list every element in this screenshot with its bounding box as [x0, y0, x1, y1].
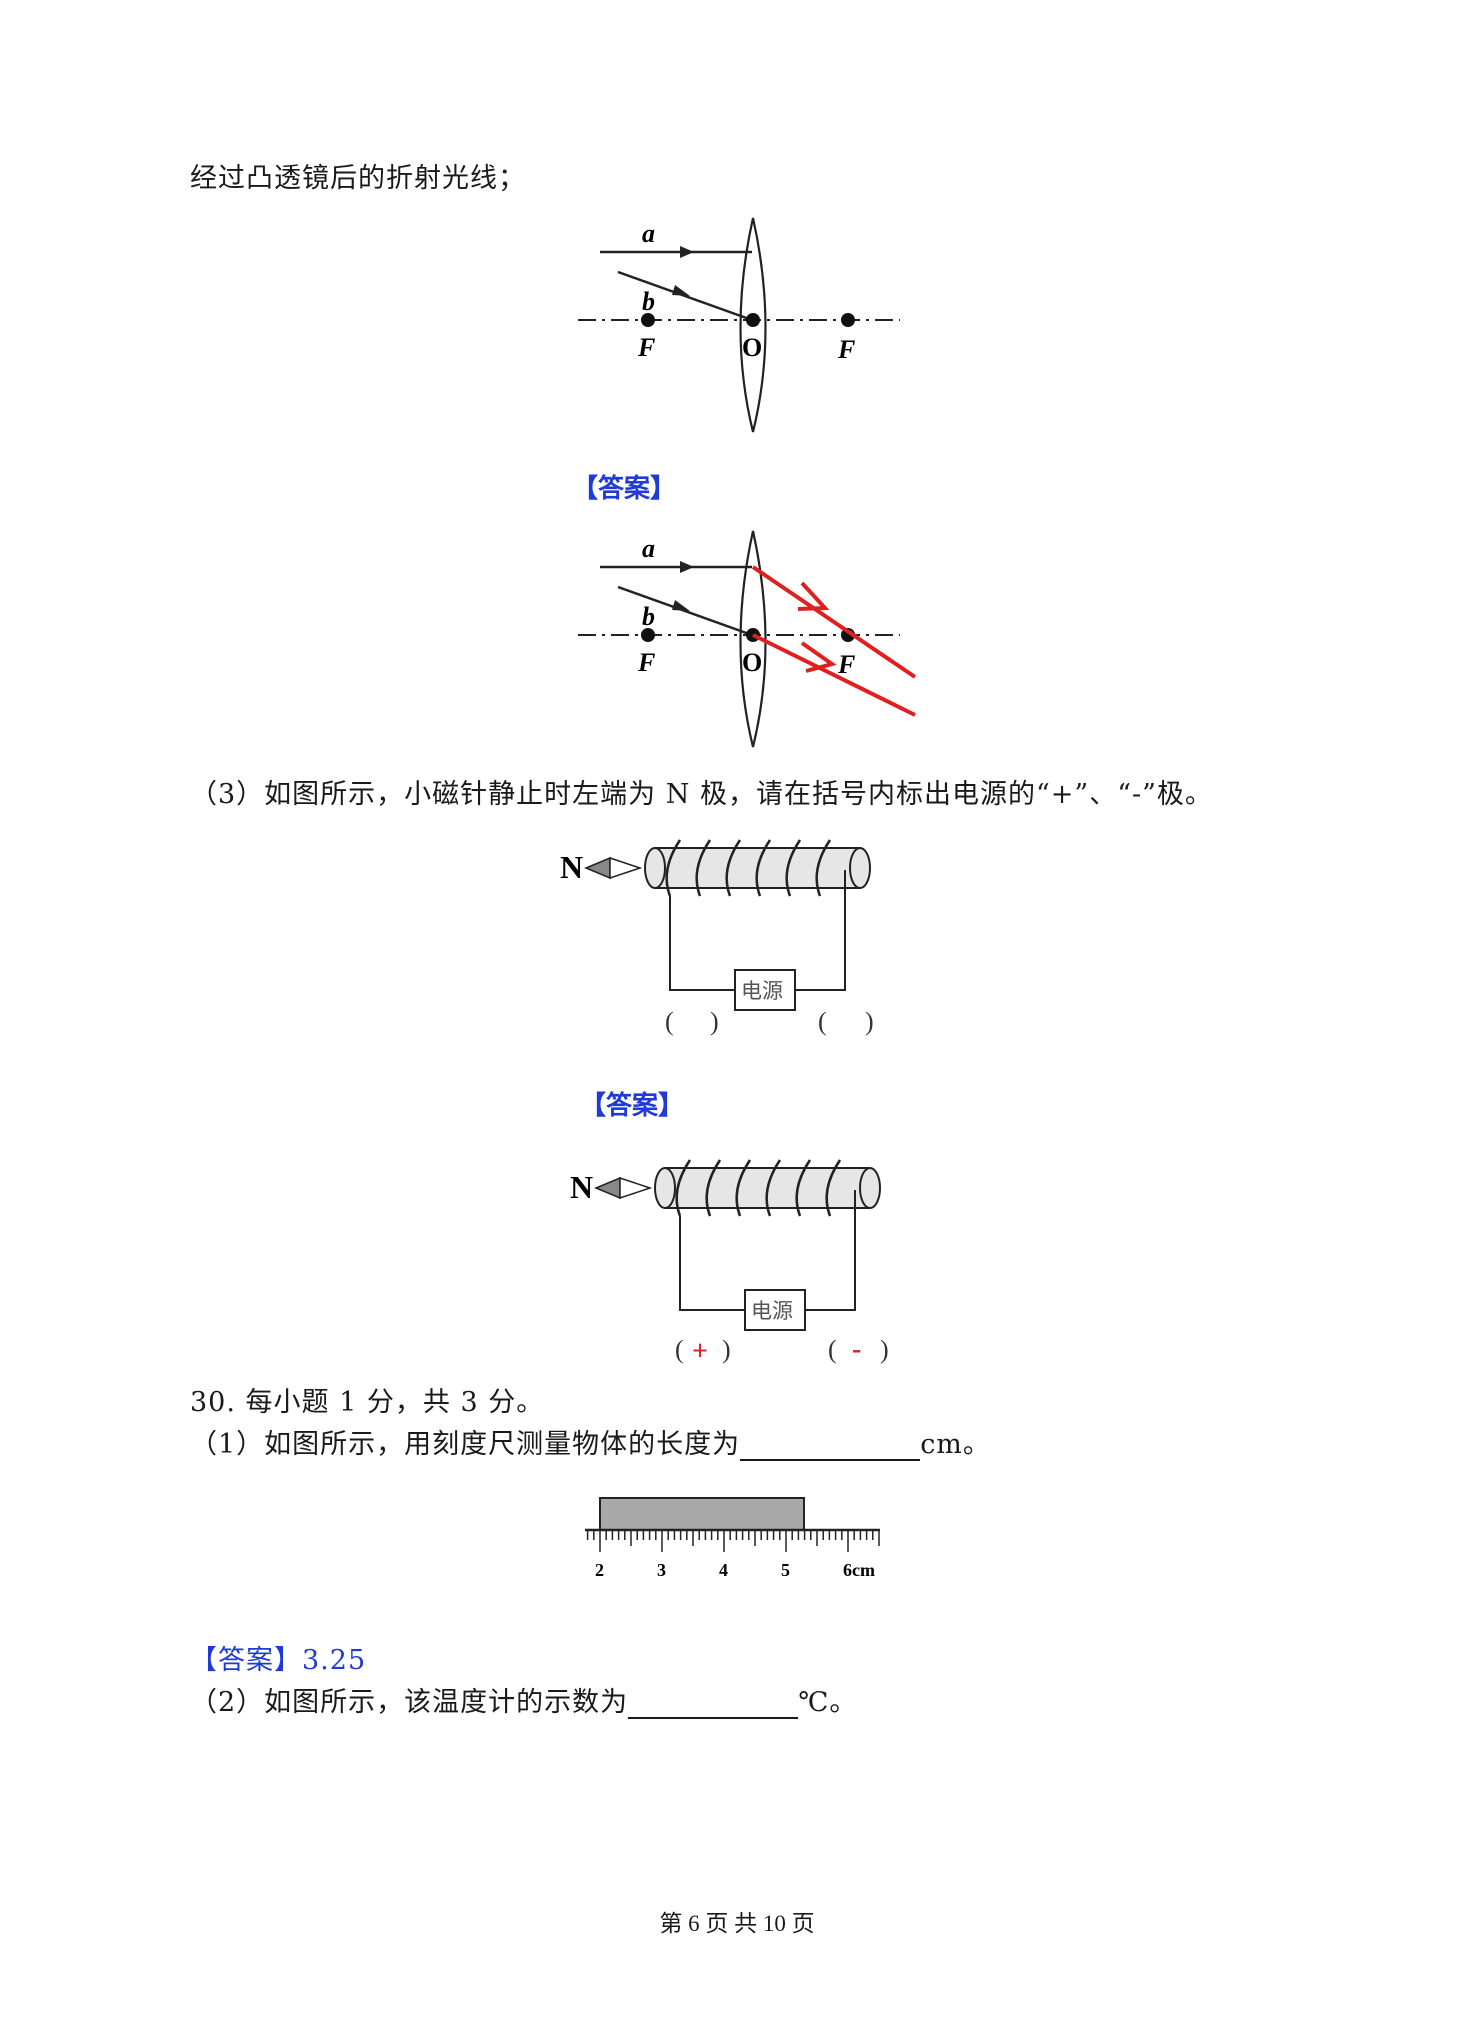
svg-text:(: (: [675, 1335, 684, 1364]
ruler-tick-3: 3: [657, 1560, 666, 1580]
q30-1-text: （1）如图所示，用刻度尺测量物体的长度为 cm。: [190, 1422, 991, 1461]
ruler-tick-5: 5: [781, 1560, 790, 1580]
answer-label-1: 【答案】: [572, 474, 677, 504]
source-label-ans: 电源: [751, 1299, 793, 1323]
q30-2-text: （2）如图所示，该温度计的示数为 ℃。: [190, 1680, 857, 1719]
svg-text:): ): [710, 1007, 719, 1036]
focus-right-label-ans: F: [837, 650, 855, 679]
ray-b-label-ans: b: [642, 602, 655, 631]
ruler-tick-4: 4: [719, 1560, 728, 1580]
answer-3-tag: 【答案】: [190, 1645, 302, 1676]
page-footer: 第 6 页 共 10 页: [659, 1911, 815, 1936]
source-label: 电源: [741, 979, 783, 1003]
paren-right: (: [818, 1007, 827, 1036]
minus-sign: -: [852, 1334, 861, 1365]
intro-text: 经过凸透镜后的折射光线；: [190, 163, 526, 194]
focus-left-label-ans: F: [637, 648, 655, 677]
q30-2-suffix: ℃。: [798, 1687, 858, 1718]
solenoid-answer-diagram: N 电源 ( + ) ( - ): [570, 1159, 889, 1367]
q3-text: （3）如图所示，小磁针静止时左端为 N 极，请在括号内标出电源的“+”、“-”极…: [190, 779, 1213, 810]
q30-2-blank[interactable]: [628, 1689, 799, 1719]
lens-diagram: a b F O F: [578, 217, 900, 433]
focus-left-label: F: [637, 333, 655, 362]
needle-pole-label: N: [560, 849, 583, 885]
focus-right-label: F: [837, 335, 855, 364]
answer-label-2: 【答案】: [580, 1091, 685, 1121]
q30-1-prefix: （1）如图所示，用刻度尺测量物体的长度为: [190, 1429, 741, 1460]
ray-b-label: b: [642, 287, 655, 316]
q30-header: 30. 每小题 1 分，共 3 分。: [190, 1387, 545, 1418]
ruler-diagram: 2 3 4 5 6cm: [585, 1497, 880, 1580]
svg-text:): ): [722, 1335, 731, 1364]
q30-1-suffix: cm。: [920, 1429, 991, 1460]
center-label: O: [742, 333, 762, 362]
svg-text:(: (: [828, 1335, 837, 1364]
answer-3-value: 3.25: [302, 1645, 367, 1676]
paren-left: (: [665, 1007, 674, 1036]
ruler-tick-6: 6cm: [843, 1560, 875, 1580]
needle-pole-label-ans: N: [570, 1169, 593, 1205]
q30-1-blank[interactable]: [740, 1431, 921, 1461]
plus-sign: +: [692, 1336, 708, 1367]
center-label-ans: O: [742, 648, 762, 677]
answer-3: 【答案】3.25: [190, 1638, 366, 1677]
q30-2-prefix: （2）如图所示，该温度计的示数为: [190, 1687, 629, 1718]
svg-text:): ): [865, 1007, 874, 1036]
lens-answer-diagram: a b F O F: [578, 530, 917, 748]
ruler-tick-2: 2: [595, 1560, 604, 1580]
svg-text:): ): [880, 1335, 889, 1364]
ray-a-label: a: [642, 219, 655, 248]
ray-a-label-ans: a: [642, 534, 655, 563]
solenoid-diagram: N 电源 ( ) ( ): [560, 839, 874, 1036]
